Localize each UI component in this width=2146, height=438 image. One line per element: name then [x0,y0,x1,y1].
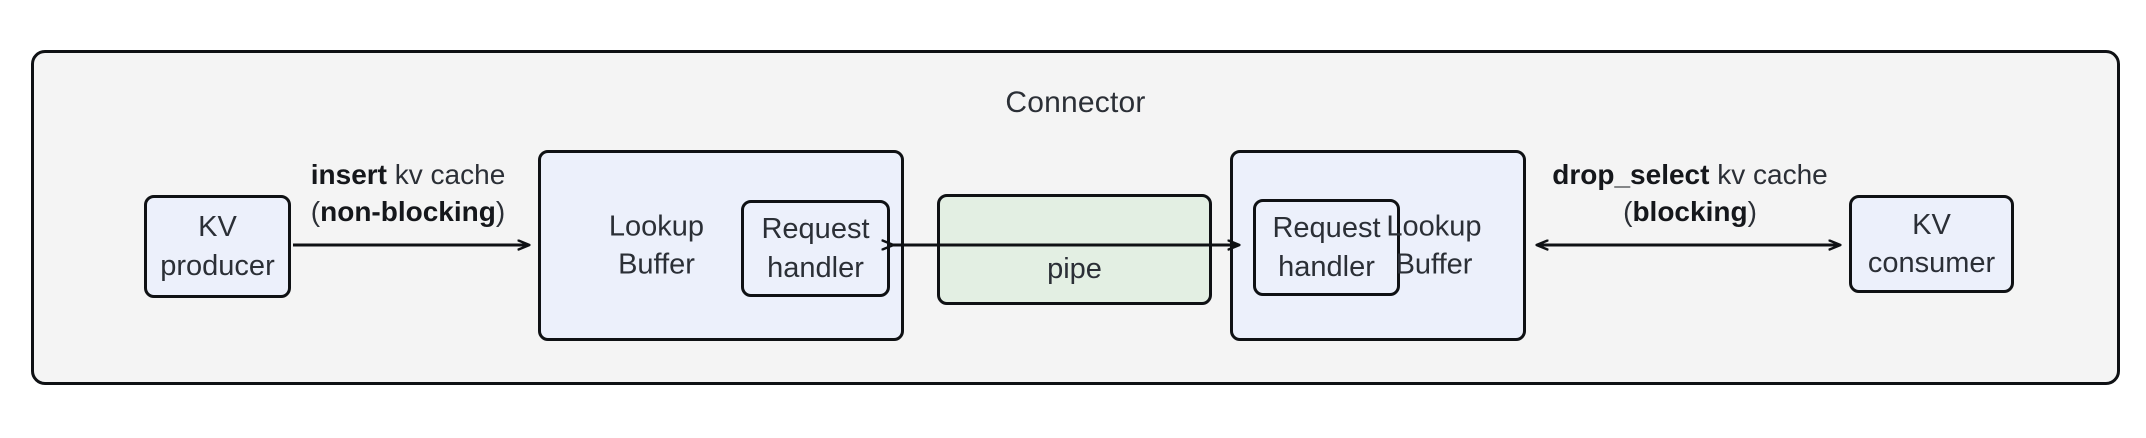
kv-producer-node[interactable]: KV producer [144,195,291,298]
lookup-buffer-left-label: Lookup Buffer [608,210,705,281]
request-handler-right-node[interactable]: Request handler [1253,199,1400,296]
pipe-node[interactable]: pipe [937,194,1212,305]
edge-label-insert-object: kv cache [386,159,506,190]
lookup-buffer-left-node[interactable]: Lookup Buffer Request handler [538,150,904,341]
edge-label-drop-select-line1: drop_select kv cache [1530,156,1850,193]
lookup-buffer-right-label: Lookup Buffer [1386,210,1482,281]
edge-label-drop-select-line2: (blocking) [1530,193,1850,230]
kv-consumer-label: KV consumer [1867,208,1996,279]
pipe-label: pipe [1047,253,1102,285]
kv-consumer-node[interactable]: KV consumer [1849,195,2014,293]
request-handler-left-node[interactable]: Request handler [741,200,890,297]
edge-label-insert-line1: insert kv cache [288,156,528,193]
edge-label-drop-select-object: kv cache [1709,159,1828,190]
edge-label-insert-op: insert [310,159,387,190]
kv-producer-label: KV producer [160,211,275,282]
edge-label-insert-mode: non-blocking [320,196,496,228]
paren-close: ) [1747,196,1757,228]
paren-open: ( [310,196,321,228]
edge-label-drop-select-op: drop_select [1552,159,1710,190]
connector-title: Connector [1005,86,1146,119]
paren-close: ) [495,196,506,228]
paren-open: ( [1623,196,1633,228]
edge-label-drop-select: drop_select kv cache (blocking) [1530,156,1850,230]
edge-label-insert: insert kv cache (non-blocking) [288,156,528,230]
edge-label-drop-select-mode: blocking [1632,196,1748,228]
lookup-buffer-right-node[interactable]: Request handler Lookup Buffer [1230,150,1526,341]
edge-label-insert-line2: (non-blocking) [288,193,528,230]
